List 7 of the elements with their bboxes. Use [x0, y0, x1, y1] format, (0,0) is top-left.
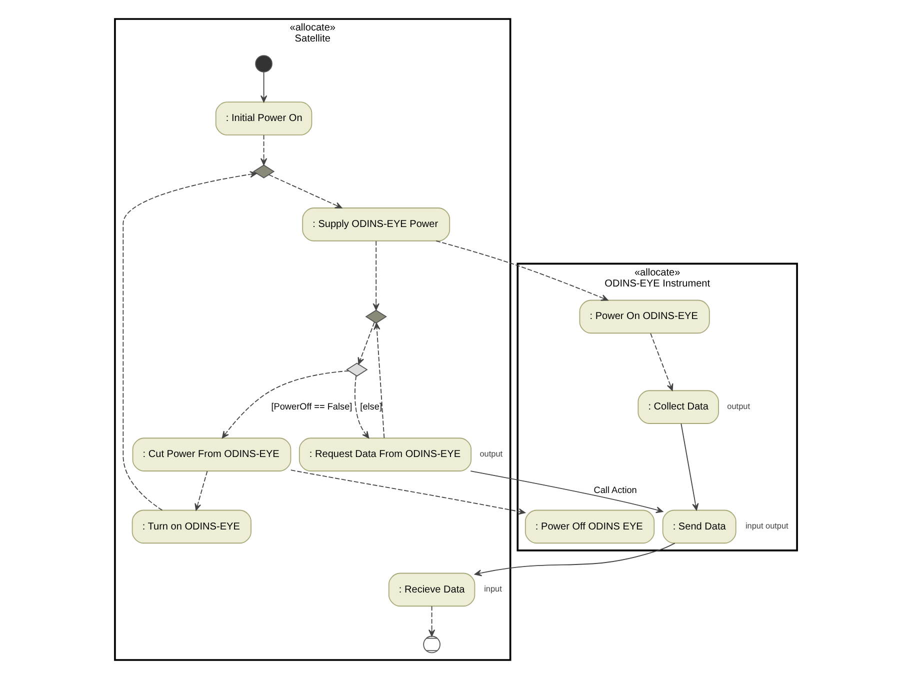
node-label: output — [726, 402, 750, 412]
edge-label: [PowerOff == False] — [270, 401, 352, 412]
node-label: input — [484, 584, 502, 594]
node-label: input output — [744, 522, 788, 531]
edge-label: [else] — [360, 401, 382, 412]
edge-label: Call Action — [593, 484, 636, 495]
node-label: output — [479, 450, 502, 459]
